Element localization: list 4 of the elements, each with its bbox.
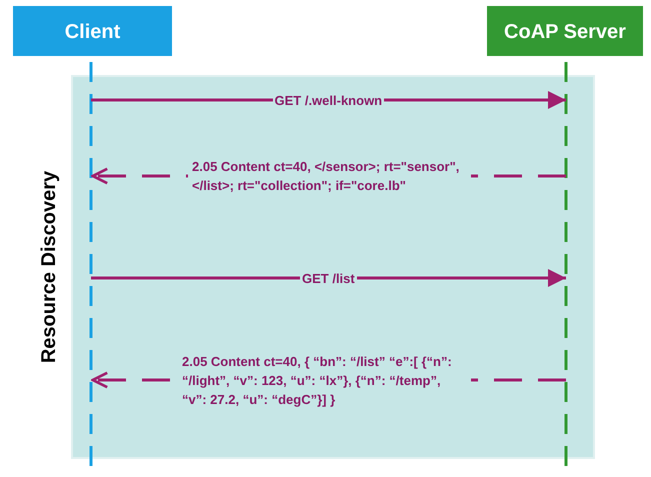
phase-title: Resource Discovery [38, 170, 60, 364]
participant-name: CoAP Server [504, 21, 626, 43]
participant-name: Client [64, 21, 120, 43]
arrow [91, 269, 566, 287]
